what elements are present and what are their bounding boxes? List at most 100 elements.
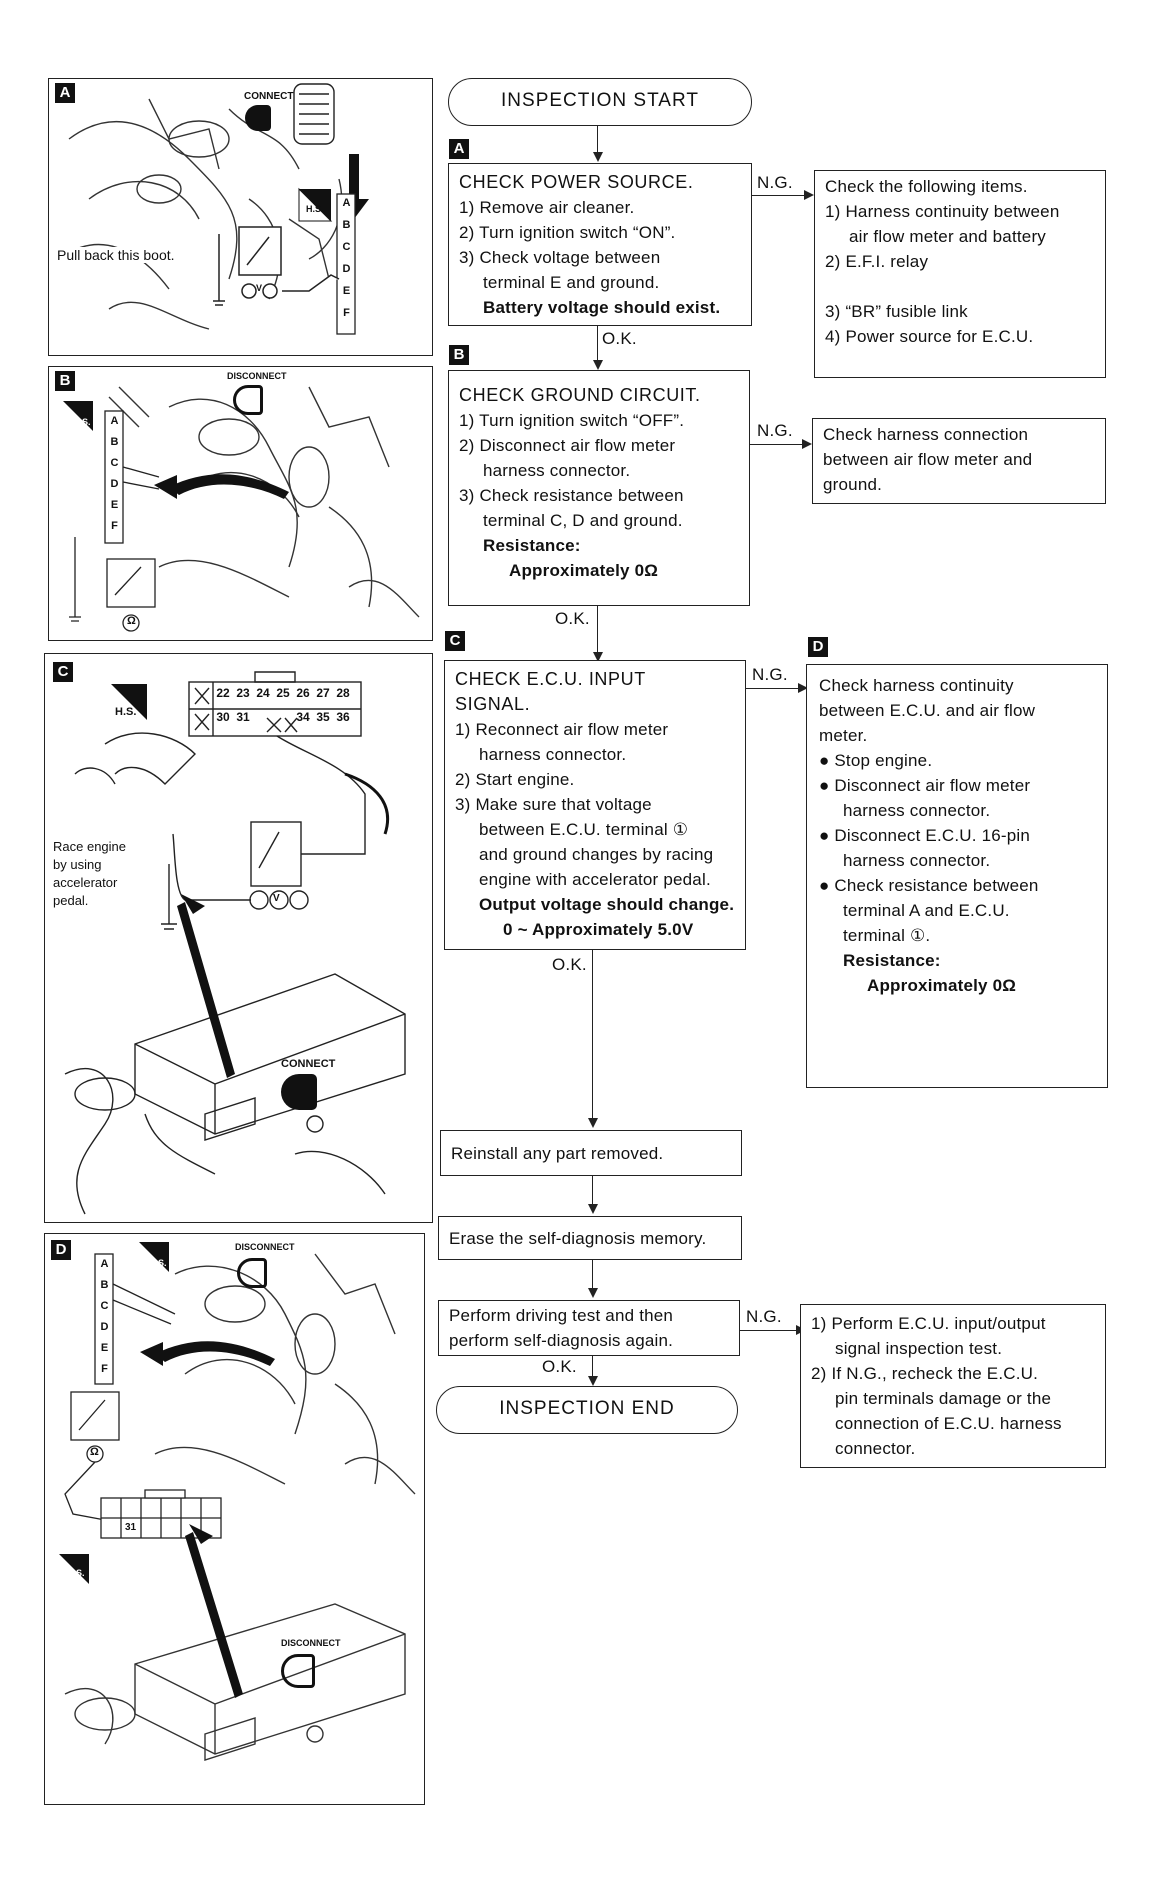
- step-a-item: terminal E and ground.: [483, 273, 660, 292]
- terminal-a: A: [342, 197, 351, 209]
- ng-d-line: harness connector.: [843, 851, 991, 870]
- step-c-box: CHECK E.C.U. INPUT SIGNAL. 1) Reconnect …: [444, 660, 746, 950]
- step-b-spec: Approximately 0Ω: [509, 561, 659, 580]
- ng-d-line: ● Stop engine.: [819, 751, 933, 770]
- connector-line: [592, 950, 593, 1120]
- figure-d-disconnect-label-lower: DISCONNECT: [281, 1638, 341, 1648]
- step-c-spec: Output voltage should change.: [479, 895, 735, 914]
- terminal-b: B: [100, 1279, 109, 1291]
- arrow-down-icon: [593, 152, 603, 162]
- step-b-item: terminal C, D and ground.: [483, 511, 683, 530]
- step-c-item: engine with accelerator pedal.: [479, 870, 711, 889]
- ng-label-a: N.G.: [757, 173, 793, 192]
- ng-box-a: Check the following items. 1) Harness co…: [814, 170, 1106, 378]
- connector-line: [592, 1176, 593, 1208]
- figure-d-terminal-strip: A B C D E F: [96, 1258, 113, 1384]
- figure-d-label: D: [51, 1240, 71, 1260]
- arrow-down-icon: [588, 1118, 598, 1128]
- ng-d-line: meter.: [819, 726, 868, 745]
- figure-c-hs-badge: H.S.: [115, 706, 137, 718]
- figure-c-label: C: [53, 662, 73, 682]
- ng-d-line: ● Disconnect air flow meter: [819, 776, 1031, 795]
- terminal-c: C: [100, 1300, 109, 1312]
- step-a-item: 1) Remove air cleaner.: [459, 198, 635, 217]
- pin-30: 30: [216, 710, 230, 724]
- step-b-item: 3) Check resistance between: [459, 486, 684, 505]
- figure-d-disconnect-label: DISCONNECT: [235, 1242, 295, 1252]
- reinstall-box: Reinstall any part removed.: [440, 1130, 742, 1176]
- figure-d-ts-badge: T.S.: [151, 1258, 167, 1268]
- pin-empty-2: [273, 710, 293, 724]
- ng-box-b: Check harness connection between air flo…: [812, 418, 1106, 504]
- ng-final-line: pin terminals damage or the: [835, 1389, 1052, 1408]
- ng-box-d-label: D: [808, 637, 828, 657]
- arrow-right-icon: [804, 190, 814, 200]
- terminal-a: A: [110, 415, 119, 427]
- ng-d-line: ● Check resistance between: [819, 876, 1039, 895]
- figure-c-note: Race engine by using accelerator pedal.: [53, 838, 126, 910]
- pin-24: 24: [256, 686, 270, 700]
- connector-line: [740, 1330, 798, 1331]
- step-b-box: CHECK GROUND CIRCUIT. 1) Turn ignition s…: [448, 370, 750, 606]
- figure-d-panel: D: [44, 1233, 425, 1805]
- ok-label-c: O.K.: [552, 955, 587, 974]
- ok-label-a: O.K.: [602, 329, 637, 348]
- figure-a-label: A: [55, 83, 75, 103]
- step-b-spec-label: Resistance:: [483, 536, 581, 555]
- step-a-item: 3) Check voltage between: [459, 248, 661, 267]
- step-c-item: 1) Reconnect air flow meter: [455, 720, 669, 739]
- ng-box-d: Check harness continuity between E.C.U. …: [806, 664, 1108, 1088]
- ng-final-line: 1) Perform E.C.U. input/output: [811, 1314, 1046, 1333]
- ng-a-line: air flow meter and battery: [849, 227, 1047, 246]
- step-a-box: CHECK POWER SOURCE. 1) Remove air cleane…: [448, 163, 752, 326]
- step-c-title: CHECK E.C.U. INPUT: [455, 669, 646, 689]
- step-c-spec-range: 0 ~ Approximately 5.0V: [503, 920, 694, 939]
- pin-empty-1: [253, 710, 273, 724]
- ng-final-line: connection of E.C.U. harness: [835, 1414, 1062, 1433]
- ng-d-spec-label: Resistance:: [843, 951, 941, 970]
- ng-d-line: ● Disconnect E.C.U. 16-pin: [819, 826, 1031, 845]
- pin-35: 35: [316, 710, 330, 724]
- terminal-b: B: [342, 219, 351, 231]
- ng-label-c: N.G.: [752, 665, 788, 684]
- connector-line: [597, 326, 598, 362]
- figure-d-meter-symbol: Ω: [90, 1446, 99, 1458]
- figure-b-ts-badge: T.S.: [75, 417, 91, 427]
- figure-d-connector-icon-lower: [281, 1654, 315, 1688]
- ng-b-line: ground.: [823, 475, 883, 494]
- ng-a-line: 2) E.F.I. relay: [825, 252, 929, 271]
- terminal-f: F: [343, 307, 350, 319]
- figure-b-disconnect-label: DISCONNECT: [227, 371, 287, 381]
- terminal-e: E: [342, 285, 351, 297]
- pin-28: 28: [336, 686, 350, 700]
- pin-25: 25: [276, 686, 290, 700]
- driving-test-line: Perform driving test and then: [449, 1306, 674, 1325]
- step-c-item: between E.C.U. terminal ①: [479, 820, 689, 839]
- terminal-d: D: [100, 1321, 109, 1333]
- driving-test-box: Perform driving test and then perform se…: [438, 1300, 740, 1356]
- step-a-label: A: [449, 139, 469, 159]
- step-b-item: 1) Turn ignition switch “OFF”.: [459, 411, 685, 430]
- figure-c-panel: C H.S.: [44, 653, 433, 1223]
- terminal-f: F: [101, 1363, 108, 1375]
- note-line: Race engine: [53, 839, 126, 854]
- figure-a-terminal-strip: A B C D E F: [338, 197, 355, 329]
- step-c-title-cont: SIGNAL.: [455, 694, 531, 714]
- inspection-end: INSPECTION END: [436, 1386, 738, 1434]
- arrow-down-icon: [593, 360, 603, 370]
- pin-34: 34: [296, 710, 310, 724]
- terminal-d: D: [110, 478, 119, 490]
- figure-b-terminal-strip: A B C D E F: [106, 415, 123, 541]
- erase-box: Erase the self-diagnosis memory.: [438, 1216, 742, 1260]
- step-b-item: 2) Disconnect air flow meter: [459, 436, 676, 455]
- ng-a-line: Check the following items.: [825, 177, 1028, 196]
- figure-b-connector-icon: [233, 385, 263, 415]
- step-b-label: B: [449, 345, 469, 365]
- ng-final-line: 2) If N.G., recheck the E.C.U.: [811, 1364, 1039, 1383]
- figure-b-meter-symbol: Ω: [127, 615, 136, 627]
- connector-line: [750, 444, 804, 445]
- pin-22: 22: [216, 686, 230, 700]
- arrow-down-icon: [593, 652, 603, 662]
- ng-final-line: signal inspection test.: [835, 1339, 1003, 1358]
- ng-d-line: harness connector.: [843, 801, 991, 820]
